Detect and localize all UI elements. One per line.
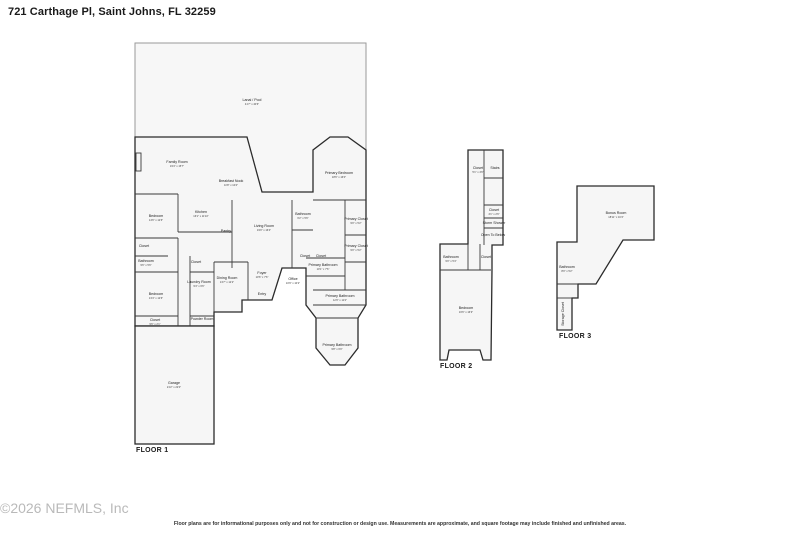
room-label: Closet bbox=[150, 318, 160, 322]
room-label: Bathroom bbox=[443, 255, 459, 259]
room-label: Garage bbox=[168, 381, 180, 385]
floor-3-label: FLOOR 3 bbox=[559, 333, 592, 340]
room-label: Storage Closet bbox=[561, 302, 565, 326]
floor-2-label: FLOOR 2 bbox=[440, 363, 473, 370]
room-dimensions: 13'7" x 12'2" bbox=[220, 280, 234, 284]
room-label: Storm Shower bbox=[483, 221, 507, 225]
room-garage bbox=[134, 325, 215, 445]
room-dimensions: 41'7" x 40'6" bbox=[245, 102, 259, 106]
listing-address: 721 Carthage Pl, Saint Johns, FL 32259 bbox=[8, 6, 216, 18]
room-label: Closet bbox=[473, 166, 483, 170]
room-label: Primary Closet bbox=[344, 217, 368, 221]
room-dimensions: 9'0" x 5'2" bbox=[350, 221, 361, 225]
room-label: Breakfast Nook bbox=[219, 179, 244, 183]
floor-2-plan: Closet 5'1" x 4'6" Stairs Closet 4'1" x … bbox=[439, 149, 507, 361]
disclaimer-text: Floor plans are for informational purpos… bbox=[173, 521, 627, 527]
room-dimensions: 9'8" x 6'0" bbox=[331, 347, 342, 351]
room-label: Foyer bbox=[257, 271, 267, 275]
room-label: Living Room bbox=[254, 224, 274, 228]
room-dimensions: 14'6" x 12'6" bbox=[149, 218, 163, 222]
room-label: Stairs bbox=[490, 166, 499, 170]
room-dimensions: 11'8" x 10'4" bbox=[224, 183, 238, 187]
room-label: Entry bbox=[258, 292, 267, 296]
room-dimensions: 4'1" x 2'6" bbox=[488, 212, 499, 216]
room-label: Primary Bathroom bbox=[326, 294, 355, 298]
copyright-watermark: ©2026 NEFMLS, Inc bbox=[0, 500, 129, 516]
room-dimensions: 18'11" x 16'4" bbox=[608, 215, 624, 219]
room-label: Family Room bbox=[166, 160, 187, 164]
room-dimensions: 19'0" x 16'4" bbox=[257, 228, 271, 232]
room-label: Bathroom bbox=[559, 265, 575, 269]
room-label: Closet bbox=[316, 254, 326, 258]
room-dimensions: 9'0" x 5'4" bbox=[445, 259, 456, 263]
floor-1-label: FLOOR 1 bbox=[136, 447, 169, 454]
room-label: Primary Bathroom bbox=[323, 343, 352, 347]
floor-1-outline bbox=[134, 136, 367, 366]
room-dimensions: 13'4" x 12'6" bbox=[149, 296, 163, 300]
room-label: Bedroom bbox=[149, 214, 164, 218]
room-label: Closet bbox=[489, 208, 499, 212]
room-dimensions: 9'0" x 5'2" bbox=[350, 248, 361, 252]
room-dimensions: 12'0" x 11'2" bbox=[333, 298, 347, 302]
room-dimensions: 10'6" x 7'6" bbox=[256, 275, 269, 279]
room-label: Closet bbox=[300, 254, 310, 258]
room-label: Powder Room bbox=[191, 317, 214, 321]
room-dimensions: 16'1" x 11'10" bbox=[193, 214, 209, 218]
floor-3-outline bbox=[556, 185, 655, 331]
room-dimensions: 21'2" x 22'0" bbox=[167, 385, 181, 389]
room-dimensions: 16'6" x 16'3" bbox=[459, 310, 473, 314]
room-dimensions: 10'9" x 10'2" bbox=[286, 281, 300, 285]
fireplace bbox=[135, 152, 142, 172]
room-label: Lanai / Pool bbox=[243, 98, 262, 102]
room-label: Open To Below bbox=[481, 233, 506, 237]
room-label: Dining Room bbox=[217, 276, 238, 280]
room-dimensions: 5'1" x 4'6" bbox=[472, 170, 483, 174]
room-label: Kitchen bbox=[195, 210, 207, 214]
room-dimensions: 9'6" x 2'1" bbox=[149, 322, 160, 326]
room-dimensions: 8'0" x 5'2" bbox=[561, 269, 572, 273]
room-dimensions: 10'1" x 7'6" bbox=[317, 267, 330, 271]
floor-1-plan: Lanai / Pool 41'7" x 40'6" Family Room 1… bbox=[134, 42, 368, 445]
room-label: Primary Bedroom bbox=[325, 171, 353, 175]
room-label: Primary Closet bbox=[344, 244, 368, 248]
room-label: Bathroom bbox=[295, 212, 311, 216]
room-label: Bathroom bbox=[138, 259, 154, 263]
room-label: Bedroom bbox=[459, 306, 474, 310]
room-label: Pantry bbox=[221, 229, 232, 233]
room-label: Office bbox=[288, 277, 297, 281]
floor-3-plan: Bonus Room 18'11" x 16'4" Bathroom 8'0" … bbox=[556, 185, 655, 331]
room-label: Bonus Room bbox=[606, 211, 627, 215]
floor-2-outline bbox=[439, 149, 504, 361]
room-label: Primary Bathroom bbox=[309, 263, 338, 267]
room-dimensions: 9'6" x 5'6" bbox=[140, 263, 151, 267]
room-label: Closet bbox=[139, 244, 149, 248]
room-label: Laundry Room bbox=[187, 280, 211, 284]
room-dimensions: 6'2" x 5'6" bbox=[297, 216, 308, 220]
room-label: Closet bbox=[481, 255, 491, 259]
room-dimensions: 19'4" x 15'7" bbox=[170, 164, 184, 168]
room-label: Bedroom bbox=[149, 292, 164, 296]
room-dimensions: 9'4" x 6'6" bbox=[193, 284, 204, 288]
room-label: Closet bbox=[191, 260, 201, 264]
room-dimensions: 18'6" x 16'0" bbox=[332, 175, 346, 179]
